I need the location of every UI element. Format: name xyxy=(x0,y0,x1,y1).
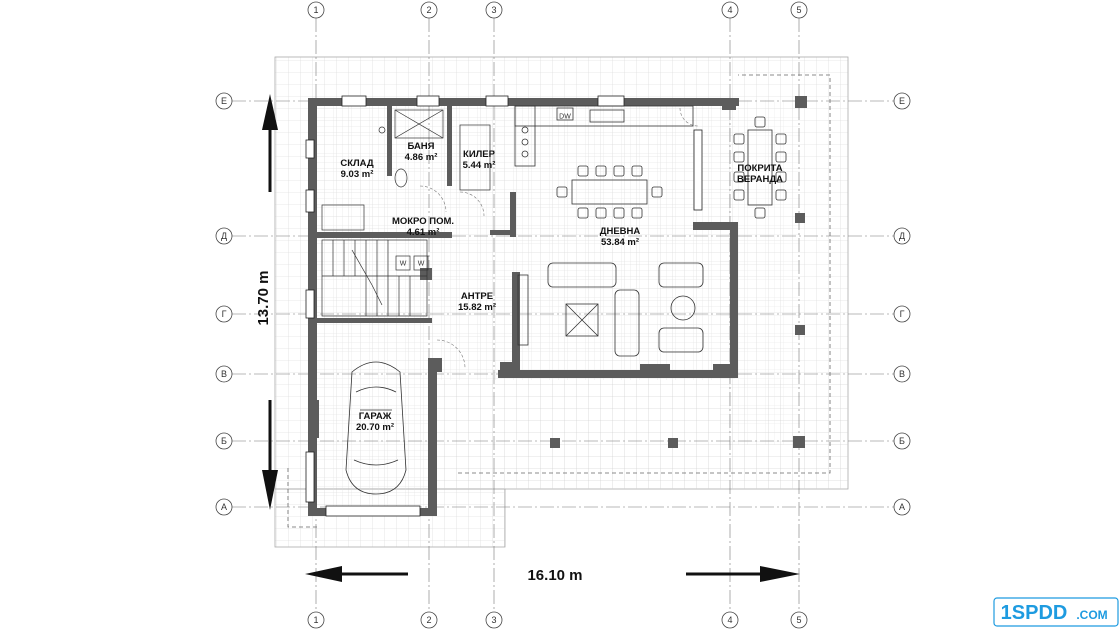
svg-text:4: 4 xyxy=(727,615,732,625)
site-logo: 1SPDD .COM xyxy=(990,592,1120,632)
room-antre-area: 15.82 m² xyxy=(458,302,496,313)
logo-text: 1SPDD xyxy=(1001,602,1068,624)
grid-bubble-row-3-left: Г xyxy=(215,305,233,323)
grid-bubble-col-1-top: 1 xyxy=(307,1,325,19)
room-kiler-name: КИЛЕР xyxy=(463,149,496,160)
dishwasher-label: DW xyxy=(559,114,571,121)
svg-text:А: А xyxy=(899,502,905,512)
bath-fixtures xyxy=(321,109,491,271)
room-mokro-area: 4.61 m² xyxy=(407,227,440,238)
washer-1-label: W xyxy=(400,261,407,268)
grid-bubble-row-2-right: Д xyxy=(893,227,911,245)
grid-bubble-col-5-top: 5 xyxy=(790,1,808,19)
svg-text:Г: Г xyxy=(222,309,227,319)
grid-bubble-row-1-right: Е xyxy=(893,92,911,110)
room-veranda-name-2: ВЕРАНДА xyxy=(737,174,783,185)
svg-text:Г: Г xyxy=(900,309,905,319)
grid-bubble-col-2-bottom: 2 xyxy=(420,611,438,629)
room-antre-name: АНТРЕ xyxy=(461,291,493,302)
svg-text:5: 5 xyxy=(796,615,801,625)
logo-suffix: .COM xyxy=(1076,608,1107,622)
grid-bubble-row-4-right: В xyxy=(893,365,911,383)
svg-text:1: 1 xyxy=(313,615,318,625)
svg-text:2: 2 xyxy=(426,5,431,15)
svg-text:2: 2 xyxy=(426,615,431,625)
room-garazh-name: ГАРАЖ xyxy=(359,411,392,422)
room-banya-name: БАНЯ xyxy=(407,141,434,152)
grid-bubble-row-6-right: А xyxy=(893,498,911,516)
grid-bubble-row-3-right: Г xyxy=(893,305,911,323)
room-veranda-name-1: ПОКРИТА xyxy=(737,163,782,174)
depth-dimension: 13.70 m xyxy=(255,270,272,325)
svg-text:Б: Б xyxy=(899,436,905,446)
svg-text:В: В xyxy=(899,369,905,379)
svg-text:Е: Е xyxy=(221,96,227,106)
room-labels: СКЛАД 9.03 m² БАНЯ 4.86 m² КИЛЕР 5.44 m²… xyxy=(340,141,783,433)
grid-bubble-row-6-left: А xyxy=(215,498,233,516)
svg-text:1: 1 xyxy=(313,5,318,15)
grid-bubble-row-2-left: Д xyxy=(215,227,233,245)
svg-text:3: 3 xyxy=(491,5,496,15)
svg-text:Б: Б xyxy=(221,436,227,446)
kitchen-counter xyxy=(514,105,694,167)
dimension-arrows xyxy=(262,94,800,582)
dining-table xyxy=(556,165,663,219)
room-mokro-name: МОКРО ПОМ. xyxy=(392,216,454,227)
room-dnevna-area: 53.84 m² xyxy=(601,237,639,248)
door-swings xyxy=(419,107,699,369)
svg-text:4: 4 xyxy=(727,5,732,15)
room-sklad-area: 9.03 m² xyxy=(341,169,374,180)
staircase xyxy=(321,239,428,317)
svg-text:Е: Е xyxy=(899,96,905,106)
svg-text:3: 3 xyxy=(491,615,496,625)
grid-bubble-row-4-left: В xyxy=(215,365,233,383)
room-garazh-area: 20.70 m² xyxy=(356,422,394,433)
grid-bubble-row-5-right: Б xyxy=(893,432,911,450)
room-banya-area: 4.86 m² xyxy=(405,152,438,163)
room-dnevna-name: ДНЕВНА xyxy=(600,226,641,237)
room-sklad-name: СКЛАД xyxy=(340,158,374,169)
svg-text:5: 5 xyxy=(796,5,801,15)
grid-bubble-col-2-top: 2 xyxy=(420,1,438,19)
grid-bubble-col-3-bottom: 3 xyxy=(485,611,503,629)
veranda-table xyxy=(733,116,787,219)
svg-text:Д: Д xyxy=(221,231,227,241)
grid-bubble-row-5-left: Б xyxy=(215,432,233,450)
grid-bubble-col-3-top: 3 xyxy=(485,1,503,19)
svg-text:В: В xyxy=(221,369,227,379)
svg-text:Д: Д xyxy=(899,231,905,241)
grid-bubble-col-4-bottom: 4 xyxy=(721,611,739,629)
svg-text:А: А xyxy=(221,502,227,512)
room-kiler-area: 5.44 m² xyxy=(463,160,496,171)
width-dimension: 16.10 m xyxy=(527,567,582,584)
grid-bubble-col-1-bottom: 1 xyxy=(307,611,325,629)
grid-bubble-col-4-top: 4 xyxy=(721,1,739,19)
windows xyxy=(305,95,703,517)
living-furniture xyxy=(517,262,704,357)
grid-bubble-col-5-bottom: 5 xyxy=(790,611,808,629)
washer-2-label: W xyxy=(418,261,425,268)
car-outline xyxy=(345,361,407,495)
grid-bubble-row-1-left: Е xyxy=(215,92,233,110)
